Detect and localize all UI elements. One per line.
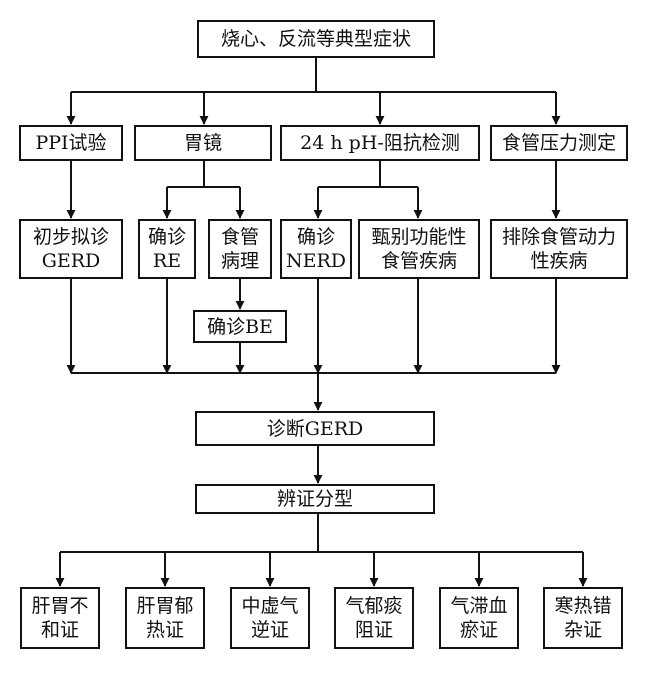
node-type-1: 肝胃不 和证 (20, 587, 100, 649)
node-type-6: 寒热错 杂证 (543, 587, 623, 649)
node-symptoms: 烧心、反流等典型症状 (197, 20, 435, 58)
node-ph-impedance: 24 h pH-阻抗检测 (280, 125, 480, 161)
node-type-5: 气滞血 瘀证 (439, 587, 519, 649)
node-syndrome-classification: 辨证分型 (195, 484, 435, 514)
node-endoscopy: 胃镜 (134, 125, 272, 161)
node-type-2: 肝胃郁 热证 (125, 587, 205, 649)
node-preliminary-gerd: 初步拟诊 GERD (19, 219, 123, 279)
node-diagnosis-gerd: 诊断GERD (195, 411, 435, 446)
node-confirm-be: 确诊BE (193, 310, 287, 343)
node-motility-disease: 排除食管动力 性疾病 (490, 219, 628, 279)
node-confirm-re: 确诊 RE (138, 219, 196, 279)
node-type-4: 气郁痰 阻证 (334, 587, 414, 649)
node-pathology: 食管 病理 (208, 219, 272, 279)
node-confirm-nerd: 确诊 NERD (280, 219, 352, 279)
node-manometry: 食管压力测定 (490, 125, 628, 161)
node-functional-disease: 甄别功能性 食管疾病 (358, 219, 480, 279)
node-ppi-test: PPI试验 (19, 125, 123, 161)
node-type-3: 中虚气 逆证 (230, 587, 310, 649)
